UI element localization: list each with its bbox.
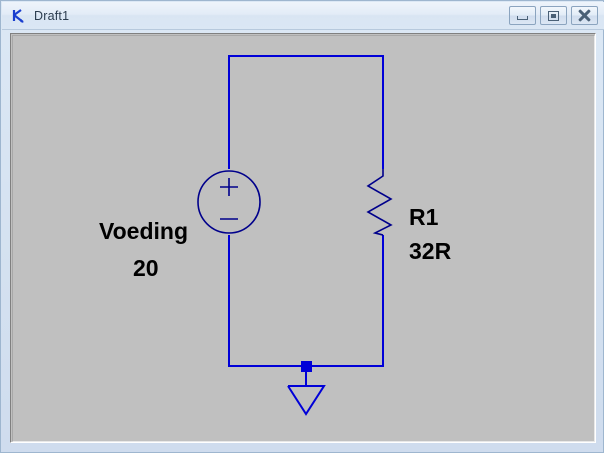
resistor-zigzag xyxy=(366,169,393,236)
minimize-icon xyxy=(517,16,528,20)
restore-icon xyxy=(548,10,559,21)
close-icon xyxy=(578,9,591,22)
close-button[interactable] xyxy=(571,6,598,25)
voltage-source-circle xyxy=(197,170,261,234)
window-controls xyxy=(509,6,598,25)
resistor-name-label[interactable]: R1 xyxy=(409,204,439,230)
resistor-symbol xyxy=(366,169,393,236)
ltspice-logo-icon xyxy=(10,7,28,25)
schematic-canvas[interactable]: Voeding 20 R1 32R xyxy=(12,35,595,442)
voltage-source-value-label[interactable]: 20 xyxy=(133,255,159,281)
ground-triangle xyxy=(287,385,326,416)
schematic-canvas-frame: Voeding 20 R1 32R xyxy=(10,33,596,443)
voltage-source-symbol xyxy=(197,170,261,234)
resistor-value-label[interactable]: 32R xyxy=(409,238,452,264)
schematic-drawing xyxy=(197,55,393,416)
voltage-source-name-label[interactable]: Voeding xyxy=(99,218,189,244)
wire-net xyxy=(228,55,384,386)
window-title: Draft1 xyxy=(34,8,70,23)
ground-symbol xyxy=(287,385,326,416)
minimize-button[interactable] xyxy=(509,6,536,25)
title-bar: Draft1 xyxy=(2,2,604,30)
junction-dot xyxy=(301,361,312,372)
maximize-button[interactable] xyxy=(540,6,567,25)
